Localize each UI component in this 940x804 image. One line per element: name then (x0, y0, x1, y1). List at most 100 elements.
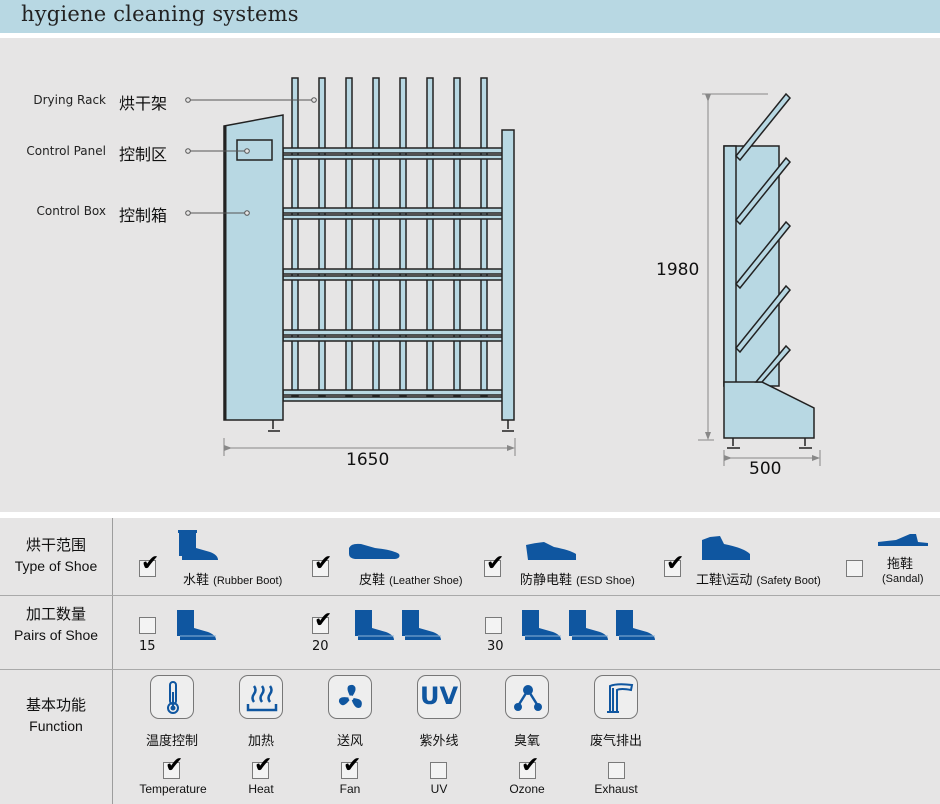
function-label-cn: 基本功能 (25, 696, 86, 714)
fan-label-en: Fan (339, 782, 361, 796)
exhaust-label-en: Exhaust (594, 782, 638, 796)
uv-label-cn: 紫外线 (419, 734, 459, 749)
heat-checkbox[interactable]: ✔ (252, 755, 272, 779)
control-panel (236, 139, 273, 161)
safety-boot-cn: 工鞋\运动 (696, 573, 753, 588)
row-divider (0, 595, 940, 596)
check-mark: ✔ (486, 551, 505, 576)
pairs-20-value: 20 (312, 639, 329, 654)
row-divider (0, 669, 940, 670)
width-dimension: 1650 (346, 450, 390, 470)
front-view (223, 77, 515, 432)
esd-shoe-label: 防静电鞋 (ESD Shoe) (520, 569, 635, 588)
check-mark: ✔ (314, 551, 333, 576)
sandal-checkbox[interactable] (846, 560, 863, 577)
page-title: hygiene cleaning systems (21, 2, 299, 26)
callout-control-panel-cn: 控制区 (119, 145, 168, 164)
exhaust-checkbox[interactable] (608, 762, 625, 779)
uv-checkbox[interactable] (430, 762, 447, 779)
rubber-boot-icon (178, 530, 218, 560)
sandal-en: (Sandal) (882, 573, 924, 585)
callout-drying-rack-en: Drying Rack (33, 93, 106, 107)
uv-label-en: UV (430, 782, 448, 796)
width-dimension-line (223, 438, 516, 456)
pairs-15-checkbox[interactable] (139, 617, 156, 634)
spec-table: 烘干范围 Type of Shoe ✔ 水鞋 (Rubber Boot) ✔ 皮… (0, 518, 940, 804)
pairs-30-checkbox[interactable] (485, 617, 502, 634)
pairs-30-value: 30 (487, 639, 504, 654)
heat-icon (239, 675, 283, 719)
callout-control-panel-en: Control Panel (26, 144, 106, 158)
pairs-of-shoe-label-cn: 加工数量 (25, 605, 86, 623)
foot-right (502, 420, 514, 432)
pairs-of-shoe-label: 加工数量 Pairs of Shoe (0, 603, 112, 643)
table-column-divider (112, 518, 113, 804)
horizontal-rails (282, 147, 504, 402)
fan-checkbox[interactable]: ✔ (341, 755, 361, 779)
check-mark: ✔ (521, 753, 540, 778)
exhaust-label-cn: 废气排出 (589, 734, 642, 749)
uv-icon-text: UV (419, 682, 459, 710)
fan-label-cn: 送风 (336, 734, 363, 749)
side-hooks (734, 92, 792, 383)
ozone-label-cn: 臭氧 (513, 734, 540, 749)
rubber-boot-icon (522, 610, 561, 640)
callout-leaders (185, 97, 317, 216)
esd-shoe-icon (526, 542, 576, 560)
pairs-20-checkbox[interactable]: ✔ (312, 610, 332, 634)
rubber-boot-cn: 水鞋 (183, 573, 210, 588)
check-mark: ✔ (254, 753, 273, 778)
leather-shoe-label: 皮鞋 (Leather Shoe) (359, 569, 463, 588)
depth-dimension: 500 (749, 459, 782, 479)
sandal-label-en: (Sandal) (882, 571, 924, 586)
check-mark: ✔ (314, 608, 333, 633)
function-label-en: Function (29, 718, 83, 734)
callout-control-box-en: Control Box (36, 204, 107, 218)
height-dimension-line (698, 93, 768, 441)
foot-left (268, 420, 280, 432)
leather-shoe-cn: 皮鞋 (359, 573, 386, 588)
fan-icon (328, 675, 372, 719)
sandal-icon (878, 534, 928, 546)
drying-rack-bars (291, 77, 488, 397)
type-of-shoe-label-cn: 烘干范围 (25, 536, 86, 554)
front-and-side-views (185, 77, 821, 466)
esd-shoe-cn: 防静电鞋 (520, 573, 573, 588)
temperature-checkbox[interactable]: ✔ (163, 755, 183, 779)
rubber-boot-icon (616, 610, 655, 640)
ozone-label-en: Ozone (509, 782, 545, 796)
callout-control-box-cn: 控制箱 (119, 206, 168, 225)
check-mark: ✔ (666, 551, 685, 576)
esd-shoe-checkbox[interactable]: ✔ (484, 553, 504, 577)
callout-drying-rack-cn: 烘干架 (119, 94, 168, 113)
height-dimension: 1980 (656, 260, 700, 280)
header-bar: hygiene cleaning systems (0, 0, 940, 33)
rubber-boot-label: 水鞋 (Rubber Boot) (183, 569, 282, 588)
safety-boot-checkbox[interactable]: ✔ (664, 553, 684, 577)
leather-shoe-icon (349, 543, 400, 559)
check-mark: ✔ (165, 753, 184, 778)
ozone-icon (505, 675, 549, 719)
leather-shoe-checkbox[interactable]: ✔ (312, 553, 332, 577)
safety-boot-icon (702, 536, 750, 560)
rubber-boot-en: (Rubber Boot) (213, 575, 283, 587)
thermometer-icon (150, 675, 194, 719)
rubber-boot-checkbox[interactable]: ✔ (139, 553, 159, 577)
ozone-checkbox[interactable]: ✔ (519, 755, 539, 779)
right-post (501, 129, 515, 421)
type-of-shoe-label-en: Type of Shoe (14, 558, 98, 574)
function-label: 基本功能 Function (0, 694, 112, 734)
pairs-15-value: 15 (139, 639, 156, 654)
check-mark: ✔ (141, 551, 160, 576)
sandal-label-cn: 拖鞋 (887, 557, 914, 572)
technical-drawing: Drying Rack 烘干架 Control Panel 控制区 Contro… (0, 38, 940, 512)
depth-dimension-line (723, 450, 821, 466)
rubber-boot-icon (355, 610, 394, 640)
side-view (723, 92, 815, 449)
safety-boot-en: (Safety Boot) (756, 575, 821, 587)
uv-icon: UV (417, 675, 461, 719)
heat-label-en: Heat (248, 782, 274, 796)
rubber-boot-icon (402, 610, 441, 640)
temperature-label-cn: 温度控制 (145, 734, 198, 749)
pairs-of-shoe-label-en: Pairs of Shoe (13, 627, 99, 643)
